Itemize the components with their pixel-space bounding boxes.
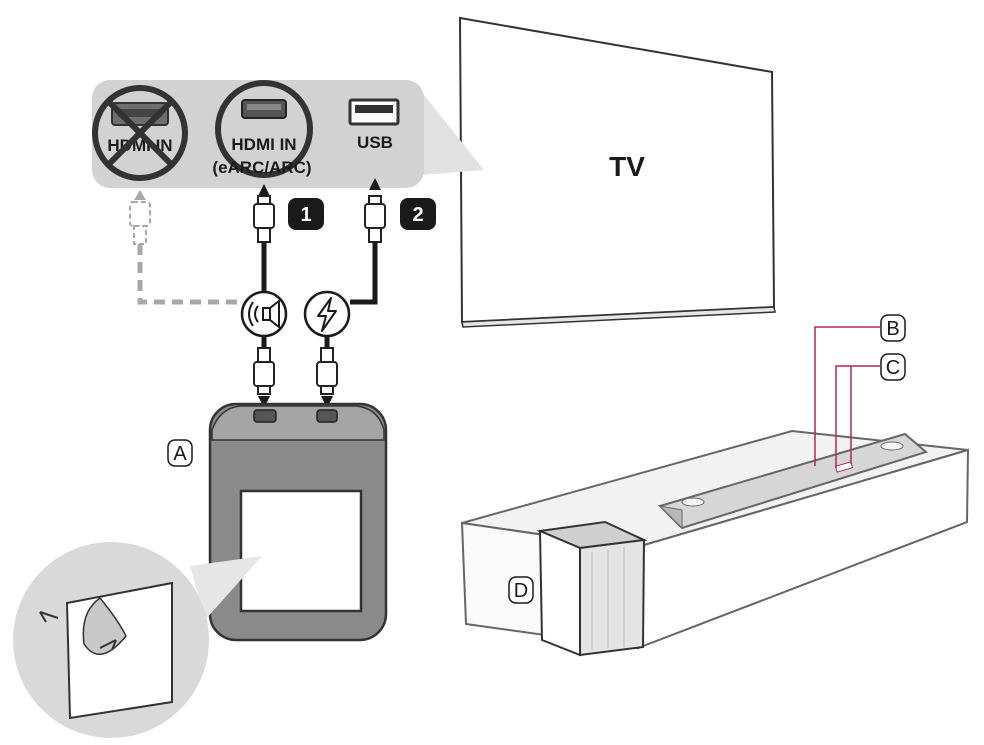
callout-d-label: D — [514, 580, 528, 602]
callout-a-label: A — [173, 443, 187, 465]
step-1-label: 1 — [300, 204, 311, 226]
hdmi-in-earc-port: HDMI IN (eARC/ARC) — [212, 80, 313, 178]
usb-power-cable — [316, 178, 386, 408]
callout-c: C — [880, 353, 906, 381]
step-2-label: 2 — [412, 204, 423, 226]
callout-d: D — [508, 576, 534, 604]
callout-b: B — [880, 314, 906, 342]
usb-label: USB — [357, 133, 393, 152]
peel-film-icon — [13, 542, 209, 738]
zoom-beam — [190, 556, 262, 620]
hdmi-cable — [253, 184, 275, 408]
soundbar — [658, 432, 929, 530]
step-badge-2: 2 — [400, 198, 436, 230]
speaker-icon — [240, 290, 288, 338]
callout-a: A — [167, 439, 193, 467]
tv-label: TV — [609, 151, 645, 182]
callout-b-label: B — [886, 318, 899, 340]
tv-port-panel: HDMI IN HDMI IN (eARC/ARC) USB — [92, 80, 484, 188]
callout-lines — [814, 326, 880, 468]
tv: TV — [458, 16, 776, 328]
prohibited-icon — [92, 85, 188, 181]
callout-c-label: C — [886, 357, 900, 379]
hdmi-in-port-prohibited: HDMI IN — [92, 85, 188, 181]
subwoofer-d — [536, 520, 648, 657]
dashed-cable — [129, 190, 244, 305]
usb-port: USB — [348, 98, 400, 152]
step-badge-1: 1 — [288, 198, 324, 230]
power-bolt-icon — [303, 290, 351, 338]
hdmi-in-earc-label-line2: (eARC/ARC) — [212, 158, 311, 177]
cables: 1 2 — [129, 178, 436, 408]
hdmi-in-earc-label-line1: HDMI IN — [231, 135, 296, 154]
device-a — [208, 402, 388, 642]
